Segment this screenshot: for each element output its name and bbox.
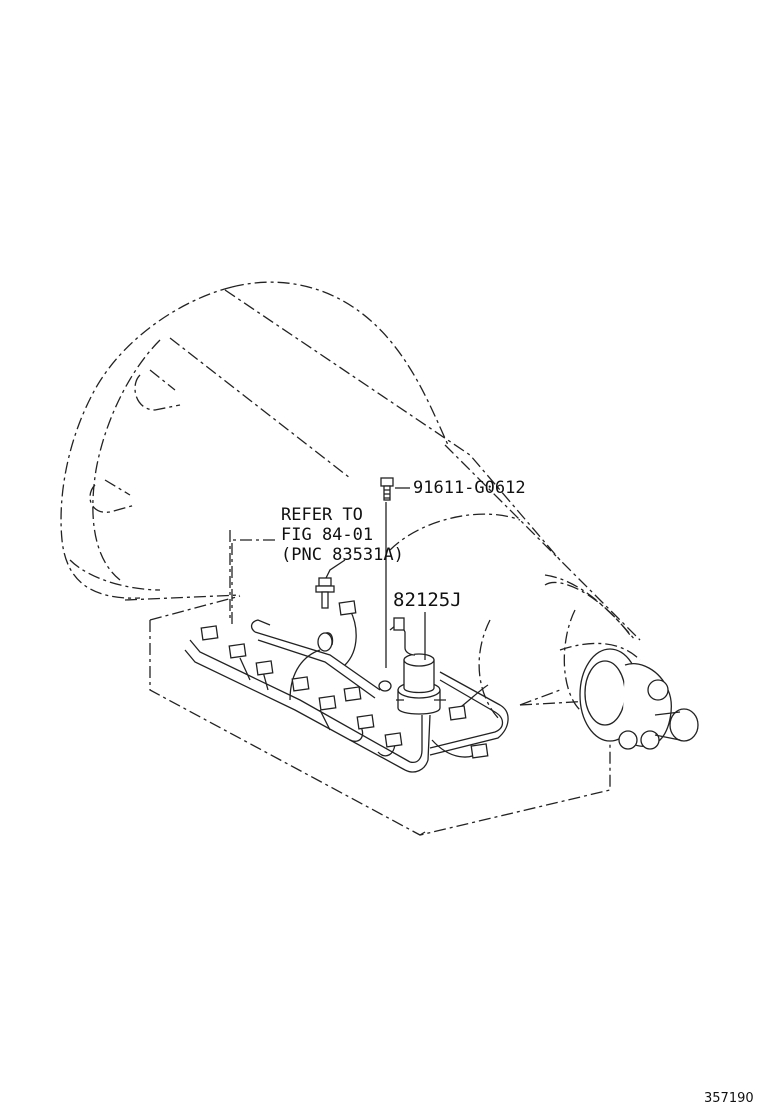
harness-main-connector [389,617,446,715]
refer-note-line-1: REFER TO [281,505,363,525]
leader-lines [231,487,426,668]
bolt-part-number: 91611-G0612 [413,478,526,498]
bolt-91611 [380,477,394,501]
illustration-number: 357190 [704,1091,754,1106]
harness-connectors [200,600,489,759]
output-flange [579,648,699,750]
refer-note-line-2: FIG 84-01 [281,525,374,545]
refer-note-line-3: (PNC 83531A) [281,545,404,565]
clip-bolt [315,577,335,609]
harness-part-number: 82125J [393,589,462,611]
